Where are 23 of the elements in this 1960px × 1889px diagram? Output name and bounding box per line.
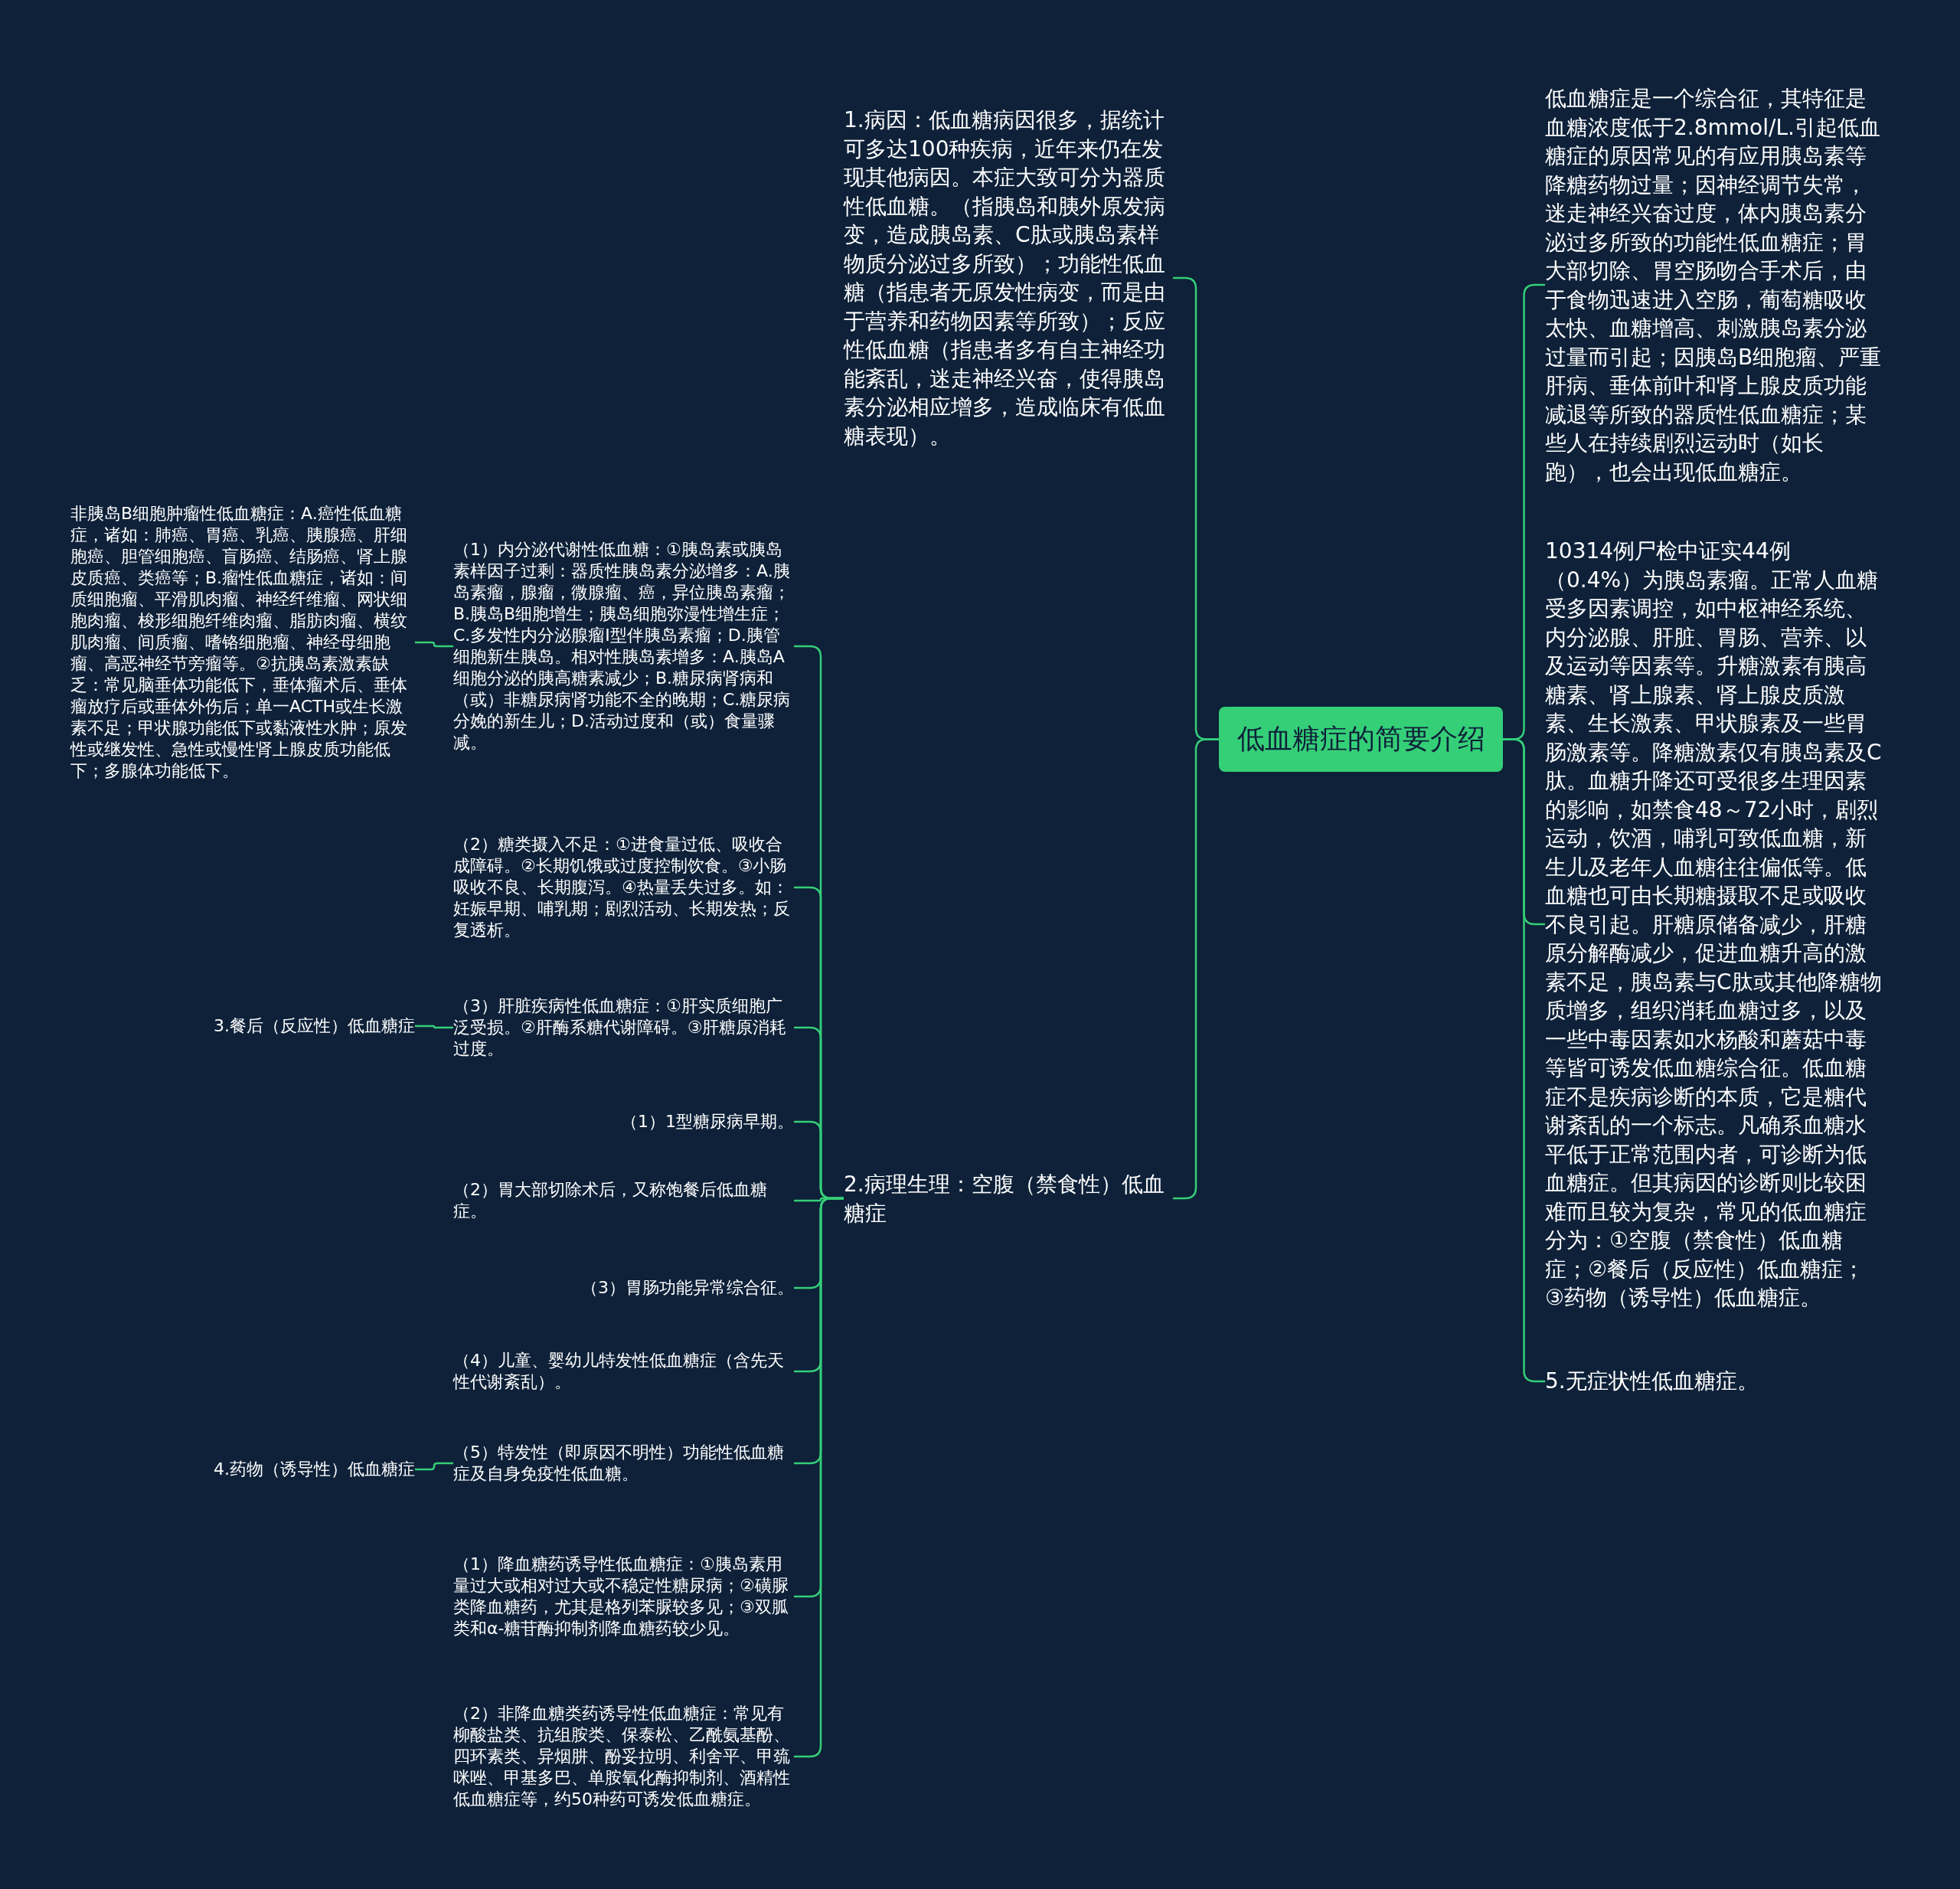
root-topic-box: 低血糖症的简要介绍: [1219, 707, 1503, 772]
connector: [415, 1025, 453, 1029]
topic-text: （1）内分泌代谢性低血糖：①胰岛素或胰岛素样因子过剩：器质性胰岛素分泌增多：A.胰岛素瘤，腺瘤，微腺瘤、癌，异位胰岛素瘤；B.胰岛B细胞增生；胰岛细胞弥漫性增生症；C.多发性内分泌腺瘤Ⅰ型伴胰岛素瘤；D.胰管细胞新生胰岛。相对性胰岛素增多：A.胰岛A细胞分泌的胰高糖素减少；B.糖尿病肾病和（或）非糖尿病肾功能不全的晚期；C.糖尿病分娩的新生儿；D.活动过度和（或）食量骤减。: [453, 539, 794, 753]
topic-text: （2）非降血糖类药诱导性低血糖症：常见有柳酸盐类、抗组胺类、保泰松、乙酰氨基酚、四环素类、异烟肼、酚妥拉明、利舍平、甲巯咪唑、甲基多巴、单胺氧化酶抑制剂、酒精性低血糖症等，约50种药可诱发低血糖症。: [453, 1703, 794, 1810]
topic-text: 2.病理生理：空腹（禁食性）低血糖症: [844, 1169, 1173, 1227]
topic-text: （2）胃大部切除术后，又称饱餐后低血糖症。: [453, 1179, 794, 1222]
connector: [415, 1462, 453, 1471]
topic-text: 1.病因：低血糖病因很多，据统计可多达100种疾病，近年来仍在发现其他病因。本症大致可分为器质性低血糖。（指胰岛和胰外原发病变，造成胰岛素、C肽或胰岛素样物质分泌过多所致）；功能性低血糖（指患者无原发性病变，而是由于营养和药物因素等所致）；反应性低血糖（指患者多有自主神经功能紊乱，迷走神经兴奋，使得胰岛素分泌相应增多，造成临床有低血糖表现）。: [844, 106, 1173, 450]
connector: [415, 641, 453, 648]
topic-text: 3.餐后（反应性）低血糖症: [214, 1015, 415, 1037]
topic-text: 5.无症状性低血糖症。: [1545, 1367, 1882, 1396]
topic-text: （1）1型糖尿病早期。: [621, 1111, 794, 1132]
topic-text: （4）儿童、婴幼儿特发性低血糖症（含先天性代谢紊乱）。: [453, 1350, 794, 1393]
topic-text: 4.药物（诱导性）低血糖症: [214, 1459, 415, 1480]
topic-text: 低血糖症是一个综合征，其特征是血糖浓度低于2.8mmol/L.引起低血糖症的原因常见的有应用胰岛素等降糖药物过量；因神经调节失常，迷走神经兴奋过度，体内胰岛素分泌过多所致的功能性低血糖症；胃大部切除、胃空肠吻合手术后，由于食物迅速进入空肠，葡萄糖吸收太快、血糖增高、刺激胰岛素分泌过量而引起；因胰岛B细胞瘤、严重肝病、垂体前叶和肾上腺皮质功能减退等所致的器质性低血糖症；某些人在持续剧烈运动时（如长跑），也会出现低血糖症。: [1545, 83, 1882, 486]
topic-text: （2）糖类摄入不足：①进食量过低、吸收合成障碍。②长期饥饿或过度控制饮食。③小肠吸收不良、长期腹泻。④热量丢失过多。如：妊娠早期、哺乳期；剧烈活动、长期发热；反复透析。: [453, 834, 794, 941]
topic-text: （1）降血糖药诱导性低血糖症：①胰岛素用量过大或相对过大或不稳定性糖尿病；②磺脲类降血糖药，尤其是格列苯脲较多见；③双胍类和α-糖苷酶抑制剂降血糖药较少见。: [453, 1554, 794, 1639]
topic-text: （3）肝脏疾病性低血糖症：①肝实质细胞广泛受损。②肝酶系糖代谢障碍。③肝糖原消耗过度。: [453, 995, 794, 1060]
topic-text: 10314例尸检中证实44例（0.4%）为胰岛素瘤。正常人血糖受多因素调控，如中枢神经系统、内分泌腺、肝脏、胃肠、营养、以及运动等因素等。升糖激素有胰高糖素、肾上腺素、肾上腺皮质激素、生长激素、甲状腺素及一些胃肠激素等。降糖激素仅有胰岛素及C肽。血糖升降还可受很多生理因素的影响，如禁食48～72小时，剧烈运动，饮酒，哺乳可致低血糖，新生儿及老年人血糖往往偏低等。低血糖也可由长期糖摄取不足或吸收不良引起。肝糖原储备减少，肝糖原分解酶减少，促进血糖升高的激素不足，胰岛素与C肽或其他降糖物质增多，组织消耗血糖过多，以及一些中毒因素如水杨酸和蘑菇中毒等皆可诱发低血糖综合征。低血糖症不是疾病诊断的本质，它是糖代谢紊乱的一个标志。凡确系血糖水平低于正常范围内者，可诊断为低血糖症。但其病因的诊断则比较困难而且较为复杂，常见的低血糖症分为：①空腹（禁食性）低血糖症；②餐后（反应性）低血糖症；③药物（诱导性）低血糖症。: [1545, 536, 1882, 1312]
topic-text: （5）特发性（即原因不明性）功能性低血糖症及自身免疫性低血糖。: [453, 1442, 794, 1485]
topic-text: （3）胃肠功能异常综合征。: [581, 1277, 794, 1299]
connector: [794, 1197, 844, 1758]
topic-text: 非胰岛B细胞肿瘤性低血糖症：A.癌性低血糖症，诸如：肺癌、胃癌、乳癌、胰腺癌、肝细胞癌、胆管细胞癌、盲肠癌、结肠癌、肾上腺皮质癌、类癌等；B.瘤性低血糖症，诸如：间质细胞瘤、平滑肌肉瘤、神经纤维瘤、网状细胞肉瘤、梭形细胞纤维肉瘤、脂肪肉瘤、横纹肌肉瘤、间质瘤、嗜铬细胞瘤、神经母细胞瘤、高恶神经节旁瘤等。②抗胰岛素激素缺乏：常见脑垂体功能低下，垂体瘤术后、垂体瘤放疗后或垂体外伤后；单一ACTH或生长激素不足；甲状腺功能低下或黏液性水肿；原发性或继发性、急性或慢性肾上腺皮质功能低下；多腺体功能低下。: [70, 503, 415, 782]
